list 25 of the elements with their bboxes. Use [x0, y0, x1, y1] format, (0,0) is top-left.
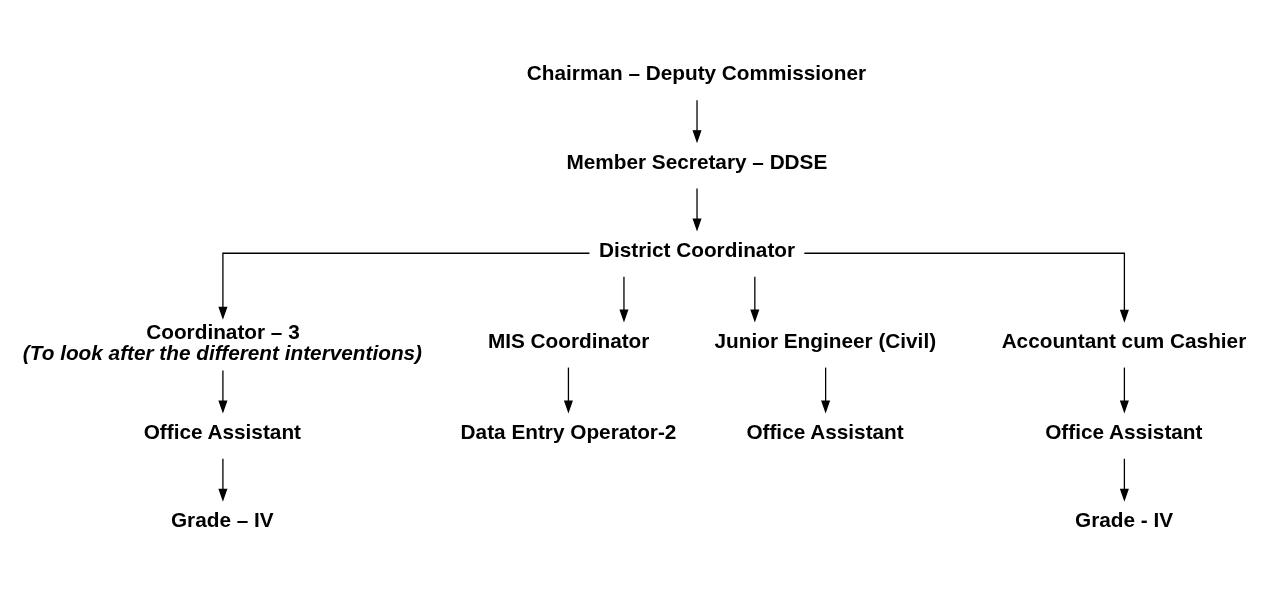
node-text: Junior Engineer (Civil): [714, 328, 937, 352]
arrow: [692, 187, 702, 231]
arrow: [1119, 457, 1129, 502]
arrow: [1119, 366, 1129, 413]
node-text: MIS Coordinator: [487, 328, 650, 352]
node-text: Accountant cum Cashier: [1001, 328, 1247, 352]
node-text: Data Entry Operator-2: [460, 419, 677, 443]
arrow: [803, 252, 1129, 323]
node-text: Office Assistant: [143, 419, 301, 443]
node-text: Grade – IV: [170, 507, 274, 531]
arrow: [218, 252, 591, 320]
arrow: [692, 99, 702, 143]
node-text: Office Assistant: [746, 419, 904, 443]
node-text: Member Secretary – DDSE: [566, 149, 828, 173]
arrow: [750, 275, 760, 322]
arrow: [821, 366, 831, 413]
node-text: Office Assistant: [1045, 419, 1203, 443]
node-text: District Coordinator: [598, 237, 796, 261]
node-text: Grade - IV: [1075, 507, 1174, 531]
arrow: [218, 369, 228, 414]
node-text: Coordinator – 3 (To look after the different interventions): [22, 319, 423, 363]
node-text: Chairman – Deputy Commissioner: [526, 60, 867, 84]
arrow: [218, 457, 228, 502]
arrow: [619, 275, 629, 322]
arrow: [563, 366, 573, 413]
